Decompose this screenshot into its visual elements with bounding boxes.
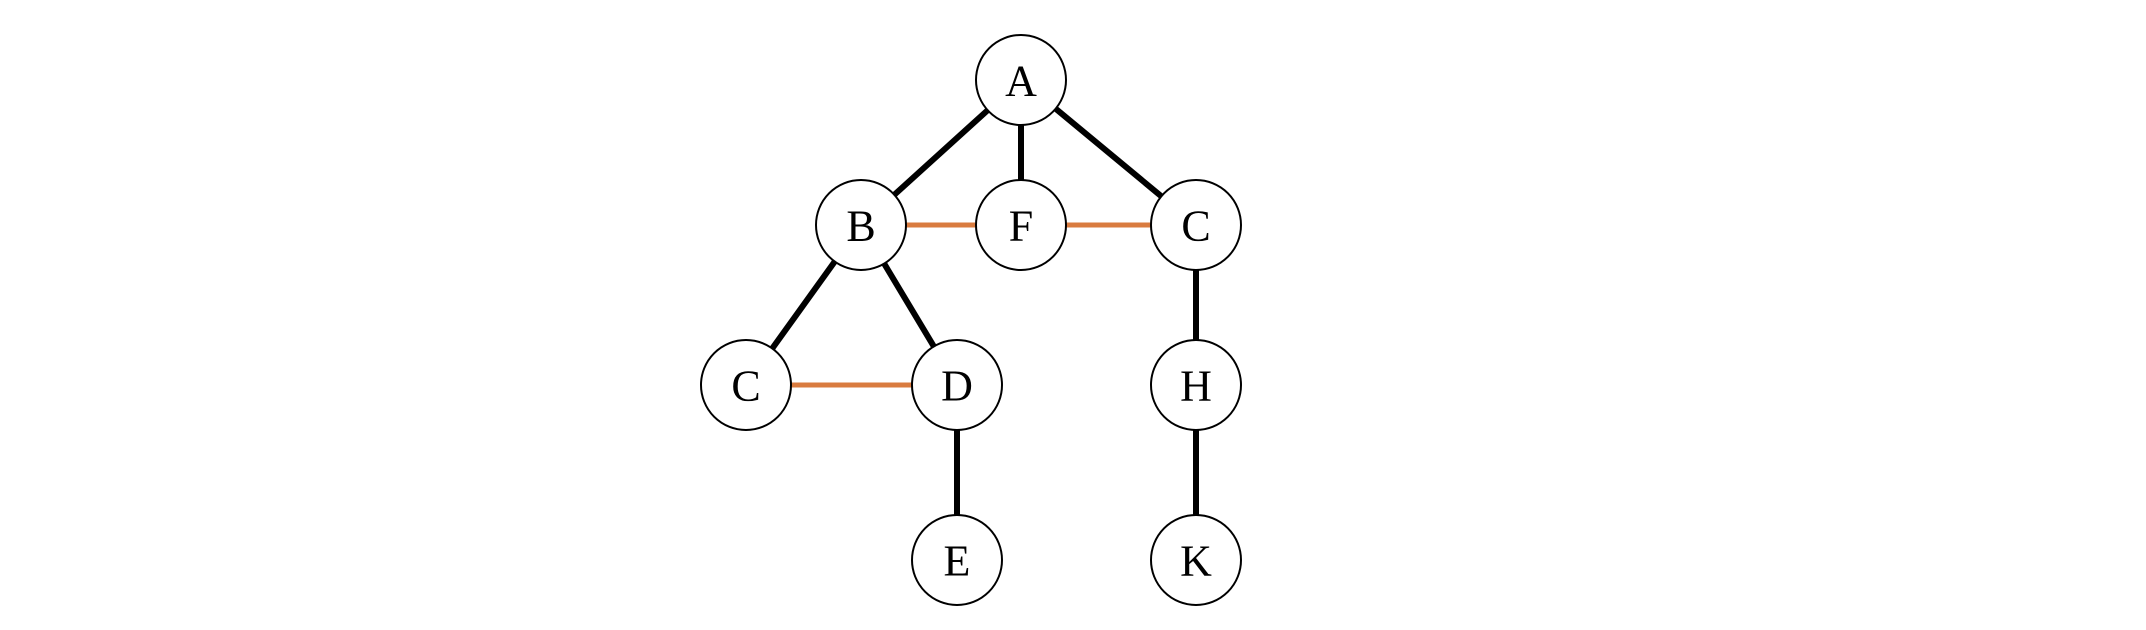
node-label: H <box>1180 362 1212 411</box>
graph-edge-A-C <box>1052 105 1165 200</box>
graph-node-c-3[interactable]: C <box>1150 179 1242 271</box>
node-label: B <box>846 202 875 251</box>
graph-edge-B-C <box>769 258 838 352</box>
graph-node-k-8[interactable]: K <box>1150 514 1242 606</box>
node-label: F <box>1009 202 1033 251</box>
graph-edge-A-B <box>891 107 991 198</box>
edges-layer <box>769 105 1199 516</box>
graph-node-e-7[interactable]: E <box>911 514 1003 606</box>
node-circle <box>700 339 792 431</box>
graph-node-a-0[interactable]: A <box>975 34 1067 126</box>
graph-node-f-2[interactable]: F <box>975 179 1067 271</box>
node-circle <box>975 34 1067 126</box>
graph-node-h-6[interactable]: H <box>1150 339 1242 431</box>
node-circle <box>975 179 1067 271</box>
node-circle <box>1150 339 1242 431</box>
node-label: D <box>941 362 973 411</box>
node-label: C <box>1181 202 1210 251</box>
node-label: A <box>1005 57 1037 106</box>
graph-node-b-1[interactable]: B <box>815 179 907 271</box>
node-circle <box>1150 514 1242 606</box>
nodes-layer: A B F C C D H E K <box>700 34 1242 606</box>
graph-node-d-5[interactable]: D <box>911 339 1003 431</box>
graph-edge-B-D <box>881 261 937 349</box>
node-circle <box>911 339 1003 431</box>
node-circle <box>815 179 907 271</box>
node-circle <box>911 514 1003 606</box>
node-label: E <box>944 537 971 586</box>
node-label: K <box>1180 537 1212 586</box>
node-circle <box>1150 179 1242 271</box>
graph-node-c-4[interactable]: C <box>700 339 792 431</box>
node-label: C <box>731 362 760 411</box>
